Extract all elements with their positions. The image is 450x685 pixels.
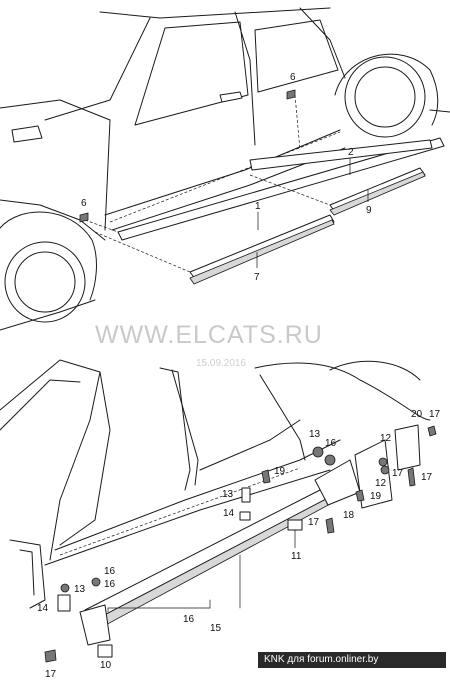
callout-15: 15 bbox=[210, 623, 222, 634]
clip-icon bbox=[287, 519, 303, 531]
callout-12: 12 bbox=[380, 433, 392, 444]
clip-icon bbox=[60, 583, 70, 593]
rear-wheel-icon bbox=[344, 56, 426, 138]
callout-17: 17 bbox=[421, 472, 433, 483]
clip-icon bbox=[380, 465, 390, 475]
callout-6: 6 bbox=[290, 72, 296, 83]
callout-17: 17 bbox=[429, 409, 441, 420]
front-wheel-icon bbox=[4, 241, 86, 323]
callout-16: 16 bbox=[104, 566, 116, 577]
callout-9: 9 bbox=[366, 205, 372, 216]
callout-7: 7 bbox=[254, 272, 260, 283]
screw-icon bbox=[355, 489, 365, 502]
sill-trim-inner-part bbox=[117, 137, 445, 241]
body-shell-view bbox=[0, 359, 437, 663]
callout-12: 12 bbox=[375, 478, 387, 489]
callout-17: 17 bbox=[308, 517, 320, 528]
bracket-part bbox=[354, 439, 393, 509]
watermark-date: 15.09.2016 bbox=[196, 358, 246, 369]
screw-icon bbox=[407, 467, 416, 487]
callout-19: 19 bbox=[274, 466, 286, 477]
callout-14: 14 bbox=[223, 508, 235, 519]
clip-icon bbox=[91, 577, 101, 587]
clip-icon bbox=[97, 644, 113, 658]
clip-icon bbox=[312, 446, 324, 458]
bracket-part bbox=[394, 424, 421, 471]
callout-13: 13 bbox=[309, 429, 321, 440]
credit-banner: KNK для forum.onliner.by bbox=[258, 652, 446, 668]
clip-icon bbox=[324, 454, 336, 466]
callout-16: 16 bbox=[325, 438, 337, 449]
callouts-top: 6 6 2 1 9 7 bbox=[81, 72, 372, 283]
clip-icon bbox=[57, 594, 71, 612]
screw-icon bbox=[325, 517, 335, 534]
screw-icon bbox=[44, 649, 57, 663]
screw-icon bbox=[261, 469, 271, 484]
callout-16: 16 bbox=[183, 614, 195, 625]
callouts-bottom: 20 17 13 16 12 17 12 17 19 19 13 14 18 1… bbox=[37, 409, 441, 680]
callout-6: 6 bbox=[81, 198, 87, 209]
callout-13: 13 bbox=[74, 584, 86, 595]
callout-18: 18 bbox=[343, 510, 355, 521]
callout-19: 19 bbox=[370, 491, 382, 502]
clip-icon bbox=[239, 511, 251, 521]
car-side-view bbox=[0, 7, 450, 331]
callout-11: 11 bbox=[291, 551, 302, 562]
door-handle-icon bbox=[219, 91, 243, 103]
callout-10: 10 bbox=[100, 660, 112, 671]
clip-icon bbox=[378, 457, 388, 467]
end-cap-part bbox=[79, 604, 111, 646]
screw-icon bbox=[427, 425, 437, 437]
callout-16: 16 bbox=[104, 579, 116, 590]
callout-17: 17 bbox=[45, 669, 57, 680]
clip-icon bbox=[79, 212, 89, 223]
callout-17: 17 bbox=[392, 468, 404, 479]
clip-icon bbox=[241, 487, 251, 503]
watermark-site: WWW.ELCATS.RU bbox=[95, 321, 323, 349]
callout-2: 2 bbox=[348, 147, 354, 158]
callout-1: 1 bbox=[255, 201, 261, 212]
sill-trim-upper-part bbox=[249, 139, 433, 171]
callout-13: 13 bbox=[222, 489, 234, 500]
mirror-icon bbox=[11, 125, 43, 143]
callout-14: 14 bbox=[37, 603, 49, 614]
clip-icon bbox=[286, 89, 296, 100]
callout-20: 20 bbox=[411, 409, 423, 420]
